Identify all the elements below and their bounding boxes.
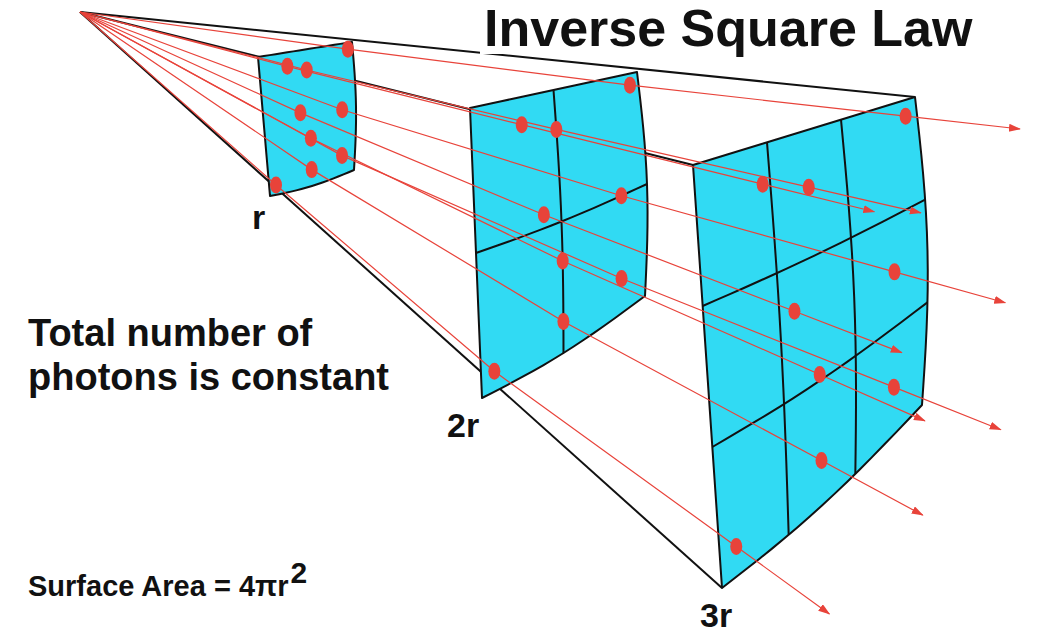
photon-ray <box>80 12 1005 303</box>
photon-dot <box>550 121 562 138</box>
distance-label: 2r <box>447 406 479 445</box>
patch-grid-line <box>476 184 647 253</box>
area-patch <box>258 42 356 196</box>
note-text: Total number of photons is constant <box>28 312 428 399</box>
photon-dot <box>730 538 742 555</box>
photon-dots <box>270 41 912 555</box>
exponent-text: 2 <box>291 556 308 591</box>
photon-dot <box>270 176 282 193</box>
area-patch <box>470 72 648 398</box>
photon-dot <box>306 161 318 178</box>
photon-dot <box>281 58 293 75</box>
photon-dot <box>342 41 354 58</box>
photon-dot <box>815 452 827 469</box>
distance-label: 3r <box>700 596 732 635</box>
distance-label: r <box>252 198 265 237</box>
diagram-title: Inverse Square Law <box>480 2 976 54</box>
photon-dot <box>336 147 348 164</box>
photon-dot <box>900 108 912 125</box>
patch-grid-line <box>841 120 856 474</box>
patch-grid-line <box>767 142 789 534</box>
photon-dot <box>814 366 826 383</box>
exponent-text-box: 2 <box>291 556 308 591</box>
distance-label-box: r <box>252 198 265 237</box>
photon-dot <box>538 206 550 223</box>
title-box: Inverse Square Law <box>480 2 976 54</box>
photon-dot <box>516 116 528 133</box>
photon-dot <box>301 61 313 78</box>
photon-dot <box>624 77 636 94</box>
photon-dot <box>889 263 901 280</box>
formula-text: Surface Area = 4πr <box>28 570 289 603</box>
distance-label-box: 2r <box>447 406 479 445</box>
photon-dot <box>557 252 569 269</box>
frame-line <box>80 12 722 588</box>
photon-dot <box>336 101 348 118</box>
photon-dot <box>557 313 569 330</box>
photon-dot <box>788 303 800 320</box>
patch-grid-line <box>703 200 925 306</box>
photon-dot <box>757 176 769 193</box>
area-patch <box>693 97 928 588</box>
note-text-box: Total number of photons is constant <box>28 312 428 399</box>
photon-dot <box>616 270 628 287</box>
photon-dot <box>888 379 900 396</box>
photon-dot <box>803 179 815 196</box>
photon-ray <box>80 12 902 353</box>
distance-label-box: 3r <box>700 596 732 635</box>
photon-dot <box>488 363 500 380</box>
patch-grid-line <box>712 302 927 447</box>
photon-dot <box>294 104 306 121</box>
formula-text-box: Surface Area = 4πr <box>28 570 289 603</box>
photon-dot <box>615 187 627 204</box>
photon-dot <box>305 130 317 147</box>
photon-ray <box>80 12 923 515</box>
sphere-patches <box>258 42 928 588</box>
